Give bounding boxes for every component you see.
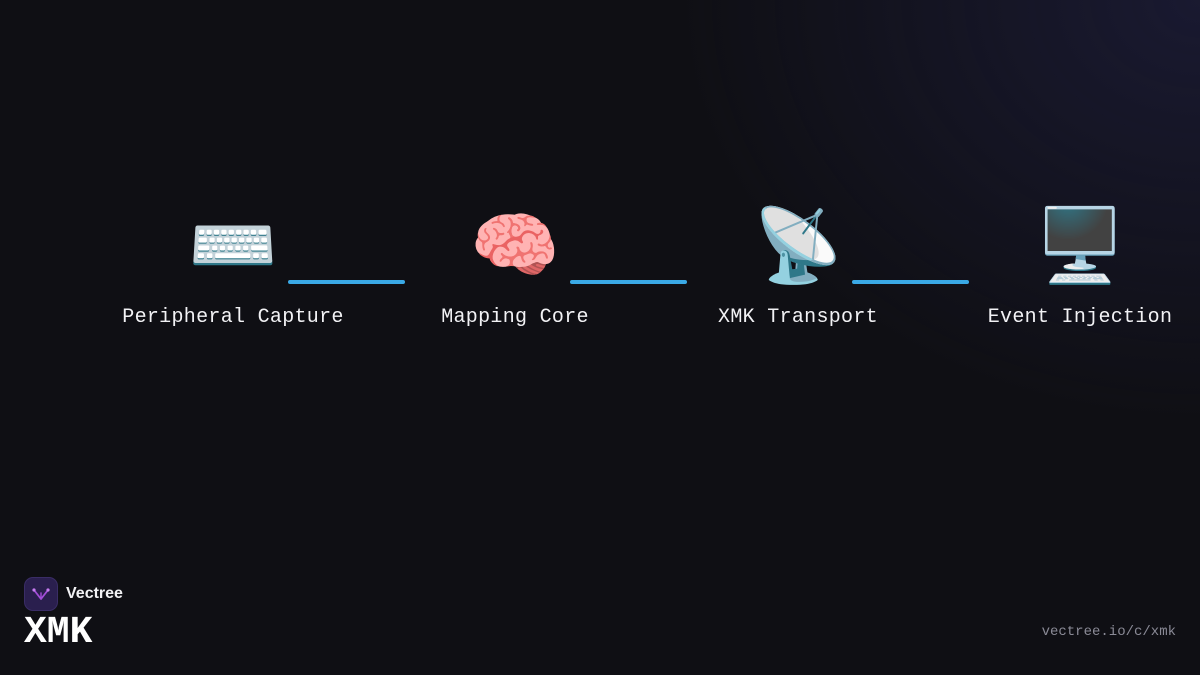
connector-line: [852, 280, 969, 284]
brand-row: Vectree: [24, 577, 123, 611]
vectree-logo-mark: [32, 588, 50, 600]
stage-label: Mapping Core: [441, 306, 589, 329]
stage-mapping-core: 🧠 Mapping Core: [365, 200, 665, 329]
brand-name: Vectree: [66, 585, 123, 602]
satellite-dish-icon: 📡: [753, 203, 843, 287]
brand-block: Vectree XMK: [24, 577, 123, 653]
connector-line: [570, 280, 687, 284]
stage-label: XMK Transport: [718, 306, 878, 329]
product-title: XMK: [24, 611, 93, 654]
stage-label: Peripheral Capture: [122, 306, 344, 329]
footer-url: vectree.io/c/xmk: [1041, 624, 1176, 640]
connector-line: [288, 280, 405, 284]
desktop-computer-icon: 🖥️: [1035, 203, 1125, 287]
stage-event-injection: 🖥️ Event Injection: [930, 200, 1200, 329]
keyboard-icon: ⌨️: [188, 203, 278, 287]
stage-label: Event Injection: [987, 306, 1173, 329]
vectree-logo-icon: [24, 577, 58, 611]
stage-xmk-transport: 📡 XMK Transport: [648, 200, 948, 329]
stage-peripheral-capture: ⌨️ Peripheral Capture: [83, 200, 383, 329]
brain-icon: 🧠: [470, 203, 560, 287]
